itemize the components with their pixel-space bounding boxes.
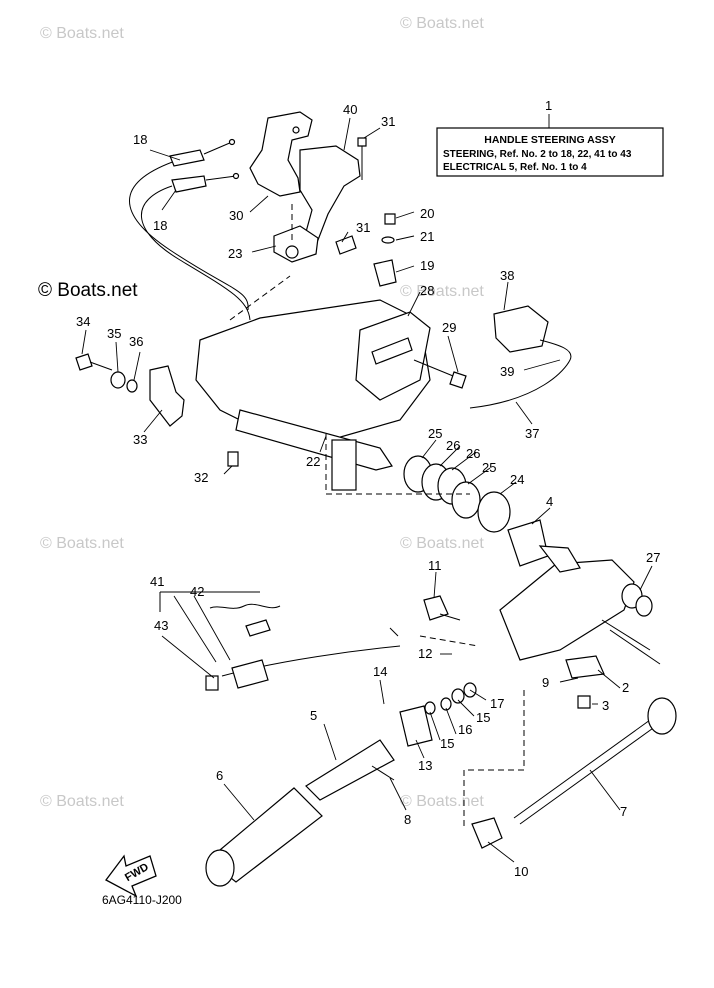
callout-15: 15 (476, 710, 490, 725)
callout-25: 25 (482, 460, 496, 475)
callout-23: 23 (228, 246, 242, 261)
callout-19: 19 (420, 258, 434, 273)
assembly-note-steering: STEERING, Ref. No. 2 to 18, 22, 41 to 43 (443, 149, 632, 160)
callout-26: 26 (446, 438, 460, 453)
watermark: © Boats.net (400, 283, 484, 300)
callout-28: 28 (420, 283, 434, 298)
callout-43: 43 (154, 618, 168, 633)
callout-31: 31 (356, 220, 370, 235)
callout-6: 6 (216, 768, 223, 783)
diagram-code: 6AG4110-J200 (102, 893, 182, 907)
watermark: © Boats.net (40, 535, 124, 552)
callout-33: 33 (133, 432, 147, 447)
callout-14: 14 (373, 664, 387, 679)
watermark: © Boats.net (400, 793, 484, 810)
watermark-prominent: © Boats.net (38, 280, 138, 301)
callout-9: 9 (542, 675, 549, 690)
callout-13: 13 (418, 758, 432, 773)
watermark-layer: © Boats.net © Boats.net © Boats.net © Bo… (38, 15, 484, 810)
callout-4: 4 (546, 494, 553, 509)
callout-1: 1 (545, 98, 552, 113)
assembly-title: HANDLE STEERING ASSY (484, 134, 615, 146)
assembly-note-box: 1 HANDLE STEERING ASSY STEERING, Ref. No… (436, 98, 664, 177)
callout-34: 34 (76, 314, 90, 329)
callout-41: 41 (150, 574, 164, 589)
callout-25: 25 (428, 426, 442, 441)
callout-18: 18 (153, 218, 167, 233)
watermark: © Boats.net (40, 25, 124, 42)
callout-32: 32 (194, 470, 208, 485)
callout-18: 18 (133, 132, 147, 147)
callout-16: 16 (458, 722, 472, 737)
callout-39: 39 (500, 364, 514, 379)
fwd-arrow-icon (105, 854, 157, 898)
callout-17: 17 (490, 696, 504, 711)
callout-38: 38 (500, 268, 514, 283)
callout-29: 29 (442, 320, 456, 335)
callout-5: 5 (310, 708, 317, 723)
callout-26: 26 (466, 446, 480, 461)
callout-21: 21 (420, 229, 434, 244)
watermark: © Boats.net (400, 535, 484, 552)
callout-11: 11 (428, 558, 442, 573)
callout-37: 37 (525, 426, 539, 441)
assembly-note-electrical: ELECTRICAL 5, Ref. No. 1 to 4 (443, 162, 587, 173)
callout-22: 22 (306, 454, 320, 469)
callout-20: 20 (420, 206, 434, 221)
callout-31: 31 (381, 114, 395, 129)
watermark: © Boats.net (40, 793, 124, 810)
callout-42: 42 (190, 584, 204, 599)
callout-40: 40 (343, 102, 357, 117)
leader-lines (81, 117, 653, 863)
callout-27: 27 (646, 550, 660, 565)
part-shapes (75, 111, 677, 898)
callout-10: 10 (514, 864, 528, 879)
callout-30: 30 (229, 208, 243, 223)
callout-3: 3 (602, 698, 609, 713)
callout-36: 36 (129, 334, 143, 349)
callout-24: 24 (510, 472, 524, 487)
callout-15: 15 (440, 736, 454, 751)
callout-8: 8 (404, 812, 411, 827)
callout-labels: 40 31 18 18 30 31 20 21 23 19 38 28 29 3… (76, 102, 660, 879)
callout-7: 7 (620, 804, 627, 819)
callout-2: 2 (622, 680, 629, 695)
callout-12: 12 (418, 646, 432, 661)
callout-35: 35 (107, 326, 121, 341)
watermark: © Boats.net (400, 15, 484, 32)
